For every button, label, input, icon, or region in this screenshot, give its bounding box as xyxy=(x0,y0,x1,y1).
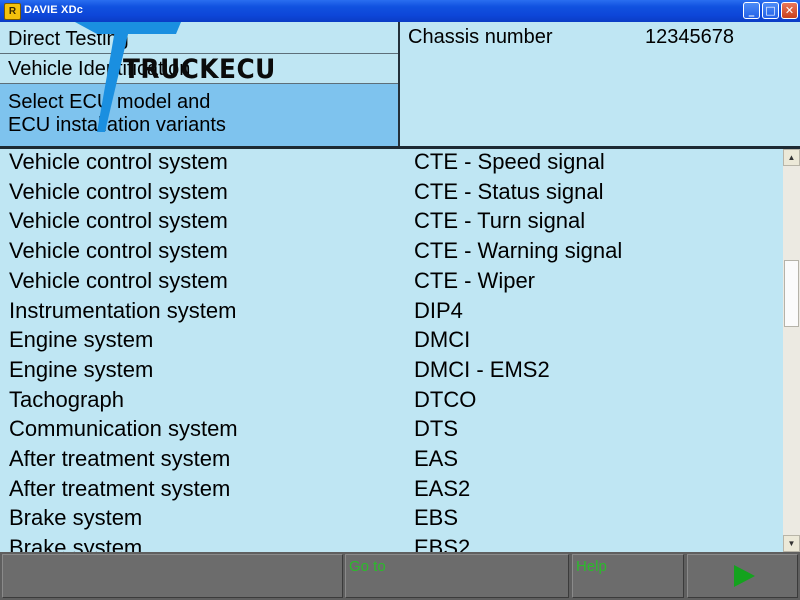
ecu-name: CTE - Turn signal xyxy=(414,208,586,234)
system-name: Tachograph xyxy=(9,386,124,412)
maximize-icon: □ xyxy=(765,4,776,17)
system-name: Brake system xyxy=(9,535,143,552)
app-icon[interactable]: R xyxy=(4,3,21,20)
ecu-name: EAS xyxy=(414,446,459,471)
next-button[interactable] xyxy=(687,554,798,598)
ecu-name: DTCO xyxy=(414,386,477,412)
chassis-panel: Chassis number 12345678 xyxy=(400,22,800,146)
chassis-number-value: 12345678 xyxy=(645,26,734,48)
maximize-button[interactable]: □ xyxy=(762,2,779,19)
close-icon: ✕ xyxy=(784,4,795,17)
list-item[interactable]: After treatment system EAS xyxy=(0,446,782,476)
list-item[interactable]: Tachograph DTCO xyxy=(0,387,782,417)
ecu-name: CTE - Speed signal xyxy=(414,149,605,174)
window-title-bar[interactable]: R DAVIE XDc _ □ ✕ xyxy=(0,0,800,22)
system-name: Communication system xyxy=(9,416,238,442)
selected-step-line1: Select ECU model and xyxy=(8,91,211,113)
ecu-name: CTE - Wiper xyxy=(414,267,535,293)
arrow-up-icon: ▲ xyxy=(787,153,796,162)
system-name: After treatment system xyxy=(9,446,231,471)
chassis-number-label: Chassis number xyxy=(408,26,553,48)
ecu-name: EBS xyxy=(414,505,459,531)
list-item[interactable]: Communication system DTS xyxy=(0,416,782,446)
ecu-name: CTE - Status signal xyxy=(414,178,604,204)
list-item[interactable]: Vehicle control system CTE - Turn signal xyxy=(0,208,782,238)
list-item[interactable]: Vehicle control system CTE - Wiper xyxy=(0,268,782,298)
system-name: Brake system xyxy=(9,505,143,531)
list-item[interactable]: Vehicle control system CTE - Warning sign… xyxy=(0,238,782,268)
ecu-name: DTS xyxy=(414,416,458,442)
system-name: Engine system xyxy=(9,356,154,382)
minimize-icon: _ xyxy=(748,4,755,17)
close-button[interactable]: ✕ xyxy=(781,2,798,19)
list-item[interactable]: Engine system DMCI - EMS2 xyxy=(0,357,782,387)
toolbar-slot-empty-1 xyxy=(2,554,343,598)
list-item[interactable]: Brake system EBS xyxy=(0,505,782,535)
list-scrollbar[interactable]: ▲ ▼ xyxy=(783,149,800,552)
play-icon xyxy=(734,565,755,587)
scroll-thumb[interactable] xyxy=(784,260,799,327)
ecu-name: DMCI - EMS2 xyxy=(414,356,550,382)
list-item[interactable]: Instrumentation system DIP4 xyxy=(0,298,782,328)
nav-item-direct-testing[interactable]: Direct Testing xyxy=(0,24,398,54)
ecu-name: EAS2 xyxy=(414,475,471,501)
header-divider xyxy=(0,146,800,149)
list-item[interactable]: Brake system EBS2 xyxy=(0,535,782,552)
ecu-name: CTE - Warning signal xyxy=(414,238,623,264)
watermark-text: TRUCKECU xyxy=(123,54,276,85)
minimize-button[interactable]: _ xyxy=(743,2,760,19)
goto-label: Go to xyxy=(349,558,386,575)
goto-button[interactable]: Go to xyxy=(345,554,569,598)
list-item[interactable]: Vehicle control system CTE - Speed signal xyxy=(0,149,782,179)
ecu-name: DIP4 xyxy=(414,297,463,323)
system-name: Vehicle control system xyxy=(9,208,228,234)
system-name: After treatment system xyxy=(9,475,231,501)
list-item[interactable]: Engine system DMCI xyxy=(0,327,782,357)
selected-step-line2: ECU installation variants xyxy=(8,114,226,136)
system-name: Vehicle control system xyxy=(9,149,228,174)
system-name: Vehicle control system xyxy=(9,238,228,264)
ecu-name: DMCI xyxy=(414,327,471,353)
bottom-toolbar: Go to Help xyxy=(0,552,800,600)
ecu-list[interactable]: Vehicle control system CTE - Speed signal… xyxy=(0,149,800,552)
help-label: Help xyxy=(576,558,607,575)
system-name: Engine system xyxy=(9,327,154,353)
nav-item-select-ecu[interactable]: Select ECU model and ECU installation va… xyxy=(0,84,398,146)
help-button[interactable]: Help xyxy=(572,554,684,598)
list-item[interactable]: Vehicle control system CTE - Status signa… xyxy=(0,179,782,209)
ecu-name: EBS2 xyxy=(414,535,471,552)
system-name: Vehicle control system xyxy=(9,267,228,293)
system-name: Instrumentation system xyxy=(9,297,237,323)
list-item[interactable]: After treatment system EAS2 xyxy=(0,476,782,506)
scroll-down-button[interactable]: ▼ xyxy=(783,535,800,552)
scroll-up-button[interactable]: ▲ xyxy=(783,149,800,166)
window-title: DAVIE XDc xyxy=(24,4,84,16)
arrow-down-icon: ▼ xyxy=(787,539,796,548)
system-name: Vehicle control system xyxy=(9,178,228,204)
